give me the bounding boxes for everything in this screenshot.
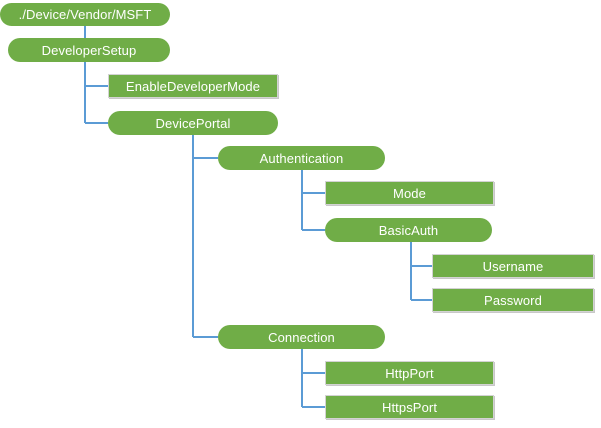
node-label-httpport: HttpPort: [385, 365, 434, 381]
node-authentication[interactable]: Authentication: [218, 146, 385, 170]
node-root[interactable]: ./Device/Vendor/MSFT: [0, 3, 170, 26]
node-label-username: Username: [482, 258, 544, 274]
node-httpsport[interactable]: HttpsPort: [325, 395, 494, 419]
node-connection[interactable]: Connection: [218, 325, 385, 349]
node-label-enabledevelopermode: EnableDeveloperMode: [125, 78, 261, 94]
node-label-httpsport: HttpsPort: [381, 399, 438, 415]
node-label-authentication: Authentication: [259, 150, 344, 166]
node-developersetup[interactable]: DeveloperSetup: [8, 38, 170, 62]
node-password[interactable]: Password: [432, 288, 594, 312]
node-label-basicauth: BasicAuth: [378, 222, 439, 238]
node-label-password: Password: [484, 292, 542, 308]
node-label-root: ./Device/Vendor/MSFT: [18, 7, 152, 22]
node-username[interactable]: Username: [432, 254, 594, 278]
node-deviceportal[interactable]: DevicePortal: [108, 111, 278, 135]
node-enabledevelopermode[interactable]: EnableDeveloperMode: [108, 74, 278, 98]
node-basicauth[interactable]: BasicAuth: [325, 218, 492, 242]
node-label-developersetup: DeveloperSetup: [41, 42, 137, 58]
node-label-deviceportal: DevicePortal: [155, 115, 231, 131]
node-label-mode: Mode: [393, 185, 426, 201]
node-httpport[interactable]: HttpPort: [325, 361, 494, 385]
node-label-connection: Connection: [268, 329, 335, 345]
node-mode[interactable]: Mode: [325, 181, 494, 205]
